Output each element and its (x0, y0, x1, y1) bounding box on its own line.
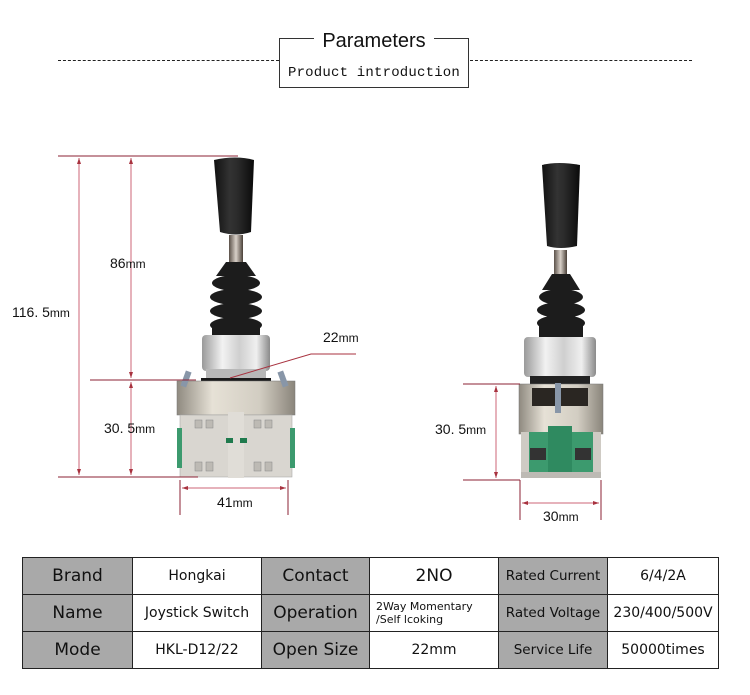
spec-value-rated-current: 6/4/2A (607, 557, 719, 595)
side-dim-base-height-label: 30. 5mm (435, 421, 487, 437)
spec-key-contact: Contact (261, 557, 370, 595)
spec-key-brand: Brand (22, 557, 133, 595)
section-header: Parameters Product introduction (279, 30, 469, 88)
rubber-boot (537, 274, 585, 337)
joystick-knob (542, 163, 580, 248)
dim-base-height-label: 30. 5mm (104, 420, 156, 436)
dim-total-height-label: 116. 5mm (12, 304, 70, 320)
spec-value-brand: Hongkai (132, 557, 262, 595)
dim-diameter-label: 22mm (323, 329, 359, 345)
spec-value-mode: HKL-D12/22 (132, 631, 262, 669)
side-view-product (518, 163, 604, 478)
front-view-product (176, 157, 296, 478)
table-row: Mode HKL-D12/22 Open Size 22mm Service L… (22, 631, 719, 669)
spec-value-name: Joystick Switch (132, 594, 262, 632)
spec-value-contact: 2NO (369, 557, 499, 595)
dim-width-label: 41mm (217, 494, 253, 510)
spec-value-operation: 2Way Momentary /Self lcoking (369, 594, 499, 632)
spec-key-open-size: Open Size (261, 631, 370, 669)
front-view-dimensions (58, 155, 356, 515)
header-divider-left (58, 60, 279, 61)
side-dim-width-label: 30mm (543, 508, 579, 524)
spec-key-name: Name (22, 594, 133, 632)
section-title: Parameters (314, 30, 434, 52)
product-dimension-diagram (58, 155, 604, 520)
spec-key-mode: Mode (22, 631, 133, 669)
side-view-dimensions (463, 383, 602, 520)
joystick-shaft (229, 235, 243, 265)
spec-table: Brand Hongkai Contact 2NO Rated Current … (22, 557, 719, 669)
table-row: Brand Hongkai Contact 2NO Rated Current … (22, 557, 719, 595)
joystick-shaft (554, 250, 567, 278)
joystick-knob (214, 157, 254, 235)
chrome-bezel (524, 337, 596, 377)
spec-key-rated-voltage: Rated Voltage (498, 594, 608, 632)
header-divider-right (470, 60, 692, 61)
section-subtitle: Product introduction (287, 65, 461, 81)
table-row: Name Joystick Switch Operation 2Way Mome… (22, 594, 719, 632)
spec-value-rated-voltage: 230/400/500V (607, 594, 719, 632)
dim-upper-height-label: 86mm (110, 255, 146, 271)
chrome-bezel (202, 335, 270, 371)
mounting-bracket (176, 380, 296, 416)
spec-key-operation: Operation (261, 594, 370, 632)
contact-block-left (179, 414, 231, 478)
spec-value-service-life: 50000times (607, 631, 719, 669)
spec-key-rated-current: Rated Current (498, 557, 608, 595)
spec-value-open-size: 22mm (369, 631, 499, 669)
spec-key-service-life: Service Life (498, 631, 608, 669)
rubber-boot (210, 262, 262, 337)
dim-diameter-leader (229, 353, 356, 379)
